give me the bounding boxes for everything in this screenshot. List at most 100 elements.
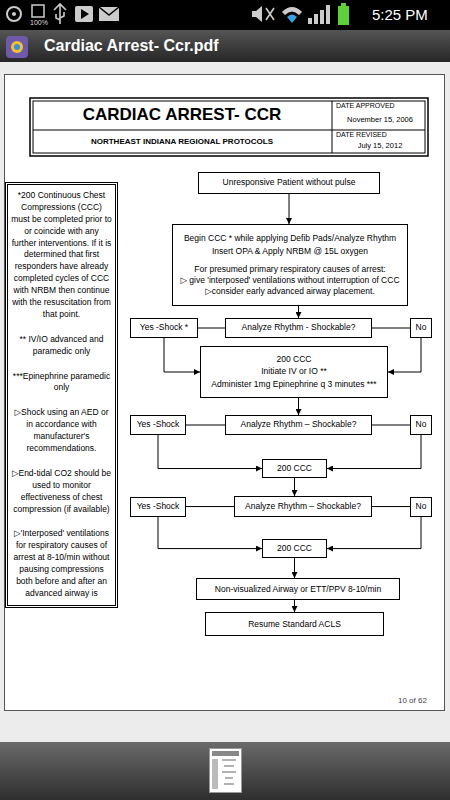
- node-text: 200 CCC: [266, 543, 323, 554]
- app-icon-detail: [14, 44, 20, 50]
- note-text: ▷'Interposed' ventilations for respirato…: [11, 528, 112, 599]
- wifi-icon-core: [287, 15, 297, 24]
- flow-connector: [186, 425, 225, 426]
- app-bar: [0, 30, 450, 62]
- note-text: *200 Continuous Chest Compressions (CCC)…: [11, 190, 112, 321]
- node-text: For presumed primary respiratory causes …: [177, 264, 403, 275]
- flow-connector: [298, 306, 299, 318]
- play-icon: [75, 6, 93, 22]
- app-icon: [6, 36, 28, 58]
- node-text: Non-visualized Airway or ETT/PPV 8-10/mi…: [200, 584, 396, 595]
- bottom-bar: [0, 742, 450, 800]
- end-box: Resume Standard ACLS: [205, 612, 384, 636]
- node-text: Yes -Shock: [134, 501, 182, 512]
- page-label: November 15, 2006: [334, 116, 426, 125]
- note-text: ▷End-tidal CO2 should be used to monitor…: [11, 468, 112, 516]
- no-box: No: [410, 497, 432, 517]
- header-frame-inner: [33, 101, 425, 153]
- flow-connector: [158, 517, 262, 549]
- node-text: Resume Standard ACLS: [209, 619, 380, 630]
- start-box: Unresponsive Patient without pulse: [198, 172, 380, 194]
- page-label: Cardiac Arrest- Ccr.pdf: [44, 37, 219, 55]
- node-text: 200 CCC: [266, 463, 323, 474]
- node-text: No: [414, 322, 428, 333]
- battery-small-icon: [32, 5, 44, 17]
- pdf-page: [5, 75, 445, 711]
- node-text: ▷ give 'interposed' ventilations without…: [177, 275, 403, 286]
- usb-icon: [54, 4, 66, 24]
- yes-box: Yes -Shock: [130, 497, 186, 517]
- mail-icon: [99, 7, 119, 21]
- node-text: Analyze Rhythm – Shockable?: [238, 501, 368, 512]
- mute-icon: [252, 6, 262, 22]
- flow-connector: [198, 328, 225, 329]
- node-text: Begin CCC * while applying Defib Pads/An…: [177, 233, 403, 244]
- diagram-title: CARDIAC ARREST- CCR: [34, 105, 330, 125]
- page-label: July 15, 2012: [334, 142, 426, 151]
- process-box: Non-visualized Airway or ETT/PPV 8-10/mi…: [196, 578, 400, 600]
- decision-box: Analyze Rhythm – Shockable?: [225, 415, 372, 435]
- process-box: 200 CCC: [262, 539, 327, 558]
- play-icon-triangle: [81, 9, 89, 19]
- header-divider: [332, 101, 333, 153]
- note-text: ▷Shock using an AED or in accordance wit…: [11, 407, 112, 455]
- no-box: No: [410, 415, 432, 435]
- battery-icon: [338, 6, 349, 25]
- flow-connector: [327, 517, 421, 549]
- flow-connector: [186, 506, 234, 507]
- node-text: Analyze Rhythm - Shockable?: [229, 322, 368, 333]
- node-text: Yes -Shock *: [134, 322, 194, 333]
- flow-connector: [294, 478, 295, 496]
- thumbnail-lines: [222, 760, 236, 784]
- flow-connector: [372, 506, 410, 507]
- page-thumbnail: [210, 749, 242, 793]
- no-box: No: [410, 318, 432, 338]
- battery-icon-tip: [341, 3, 346, 6]
- signal-bar: [320, 10, 324, 24]
- flow-connector: [327, 435, 421, 469]
- notes-panel: *200 Continuous Chest Compressions (CCC)…: [5, 182, 118, 608]
- node-text: Initiate IV or IO **: [205, 366, 383, 377]
- signal-bar: [314, 14, 318, 24]
- page-label: NORTHEAST INDIANA REGIONAL PROTOCOLS: [34, 137, 330, 146]
- app-icon-detail: [11, 41, 23, 53]
- flow-connector: [294, 600, 295, 612]
- header-divider: [33, 130, 425, 131]
- thumbnail-sidebar: [212, 759, 218, 789]
- thumbnail-header: [212, 751, 239, 756]
- process-box: Begin CCC * while applying Defib Pads/An…: [172, 224, 408, 306]
- page-label: 5:25 PM: [372, 6, 428, 23]
- viewer-background: [0, 62, 450, 742]
- page-label: 10 of 62: [398, 696, 427, 705]
- node-text: 200 CCC: [205, 354, 383, 365]
- node-text: ▷consider early advanced airway placemen…: [177, 286, 403, 297]
- gps-icon-dot: [12, 12, 16, 16]
- flow-connector: [298, 398, 299, 415]
- mail-icon-flap: [99, 7, 119, 15]
- flow-connector: [164, 338, 200, 372]
- decision-box: Analyze Rhythm – Shockable?: [234, 496, 372, 517]
- decision-box: Analyze Rhythm - Shockable?: [225, 318, 372, 338]
- page-label: DATE REVISED: [336, 131, 387, 139]
- mute-icon-cross: [266, 8, 274, 20]
- node-text: Insert OPA & Apply NRBM @ 15L oxygen: [177, 246, 403, 257]
- flow-connector: [294, 558, 295, 578]
- wifi-icon: [282, 7, 302, 15]
- node-text: No: [414, 419, 428, 430]
- node-text: No: [414, 501, 428, 512]
- status-bar: [0, 0, 450, 30]
- process-box: 200 CCC: [262, 459, 327, 478]
- signal-bar: [326, 5, 330, 24]
- node-text: Yes -Shock: [134, 419, 182, 430]
- header-frame: [30, 98, 428, 156]
- flow-connector: [289, 194, 290, 224]
- flow-connector: [158, 435, 262, 469]
- yes-box: Yes -Shock: [130, 415, 186, 434]
- flow-connector: [372, 425, 410, 426]
- page-label: 100%: [30, 19, 48, 27]
- page-label: DATE APPROVED: [336, 102, 395, 110]
- yes-box: Yes -Shock *: [130, 318, 198, 338]
- note-text: ** IV/IO advanced and paramedic only: [11, 334, 112, 358]
- flow-connector: [372, 328, 410, 329]
- node-text: Administer 1mg Epinephrine q 3 minutes *…: [205, 379, 383, 390]
